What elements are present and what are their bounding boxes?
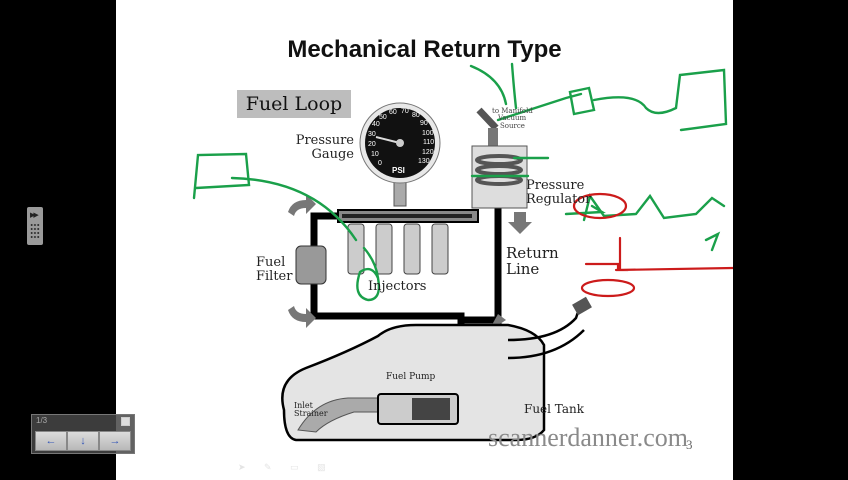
filler-neck-icon bbox=[507, 311, 585, 360]
slide: Mechanical Return Type Fuel Loop 0 10 20… bbox=[116, 0, 733, 480]
previous-slide-button[interactable]: ← bbox=[35, 431, 67, 451]
return-arrow-icon bbox=[508, 212, 532, 234]
gauge-tick: 20 bbox=[368, 141, 376, 148]
inlet-strainer-label: Inlet Strainer bbox=[294, 401, 328, 419]
fuel-filter-label: Fuel Filter bbox=[256, 256, 292, 283]
gauge-tick: 10 bbox=[371, 151, 379, 158]
pressure-gauge-label: Pressure Gauge bbox=[292, 134, 354, 161]
slide-nav-toolbar: 1/3 ← ↓ → bbox=[31, 414, 135, 454]
fast-forward-icon: ▶▶ bbox=[30, 212, 39, 219]
gauge-tick: 70 bbox=[401, 108, 409, 115]
menu-down-button[interactable]: ↓ bbox=[67, 431, 99, 451]
watermark: scannerdanner.com bbox=[488, 423, 688, 452]
green-annotations bbox=[192, 62, 728, 302]
gauge-tick: 0 bbox=[378, 160, 382, 167]
gauge-tick: 110 bbox=[423, 139, 434, 146]
fuel-pump-icon bbox=[297, 393, 459, 433]
gauge-tick: 50 bbox=[379, 114, 387, 121]
vacuum-source-label: to Manifold Vacuum Source bbox=[492, 107, 533, 130]
next-slide-button[interactable]: → bbox=[99, 431, 131, 451]
gauge-tick: 100 bbox=[422, 130, 434, 137]
fuel-cap-icon bbox=[572, 296, 592, 316]
pressure-regulator-label: Pressure Regulator bbox=[526, 179, 591, 206]
label-line: Gauge bbox=[311, 146, 354, 162]
arrow-left-icon: ← bbox=[45, 435, 57, 447]
label-line: Pressure bbox=[526, 178, 585, 193]
return-line-label: Return Line bbox=[506, 244, 559, 278]
label-line: Return bbox=[506, 244, 559, 262]
label-line: Pressure bbox=[295, 133, 354, 148]
gauge-tick: 40 bbox=[372, 121, 380, 128]
fuel-tank-label: Fuel Tank bbox=[524, 402, 585, 416]
label-line: Vacuum bbox=[498, 114, 527, 123]
slide-title: Mechanical Return Type bbox=[287, 36, 562, 63]
label-line: Source bbox=[500, 121, 525, 130]
fuel-loop-badge: Fuel Loop bbox=[237, 90, 351, 118]
label-line: to Manifold bbox=[492, 107, 533, 115]
annotation-tools[interactable]: ➤ ✎ ▭ ▧ bbox=[238, 462, 334, 472]
arrow-right-icon: → bbox=[109, 435, 121, 447]
gauge-tick: 90 bbox=[420, 120, 428, 127]
nav-toolbar-title: 1/3 bbox=[36, 416, 48, 425]
injectors-icon bbox=[347, 223, 449, 275]
fuel-pump-label: Fuel Pump bbox=[386, 372, 436, 382]
label-line: Strainer bbox=[294, 409, 328, 419]
gauge-tick: 130 bbox=[418, 158, 430, 165]
arrow-down-icon: ↓ bbox=[80, 435, 86, 447]
flow-arrow-icon bbox=[288, 194, 316, 216]
fuel-loop-diagram: 0 10 20 30 40 50 60 70 80 90 100 110 120… bbox=[192, 62, 733, 442]
label-line: Inlet bbox=[294, 401, 313, 410]
gauge-ticks: 0 10 20 30 40 50 60 70 80 90 100 110 120… bbox=[368, 108, 434, 175]
gauge-tick: 120 bbox=[422, 149, 434, 156]
flow-arrow-icon bbox=[288, 306, 316, 328]
label-line: Fuel bbox=[256, 255, 286, 270]
pressure-gauge-icon bbox=[359, 102, 441, 207]
gauge-tick: 30 bbox=[368, 131, 376, 138]
injectors-label: Injectors bbox=[368, 279, 427, 294]
fuel-filter-icon bbox=[295, 245, 327, 285]
gauge-tick: 80 bbox=[412, 112, 420, 119]
red-annotations bbox=[572, 192, 733, 298]
label-line: Filter bbox=[256, 268, 293, 284]
gauge-tick: 60 bbox=[389, 109, 397, 116]
page-number: 3 bbox=[686, 437, 693, 452]
gauge-unit: PSI bbox=[392, 166, 405, 175]
label-line: Regulator bbox=[526, 191, 592, 207]
side-panel-toggle[interactable]: ▶▶ bbox=[27, 207, 43, 245]
close-icon[interactable] bbox=[121, 417, 130, 426]
label-line: Line bbox=[506, 259, 540, 278]
keypad-icon bbox=[30, 223, 40, 239]
